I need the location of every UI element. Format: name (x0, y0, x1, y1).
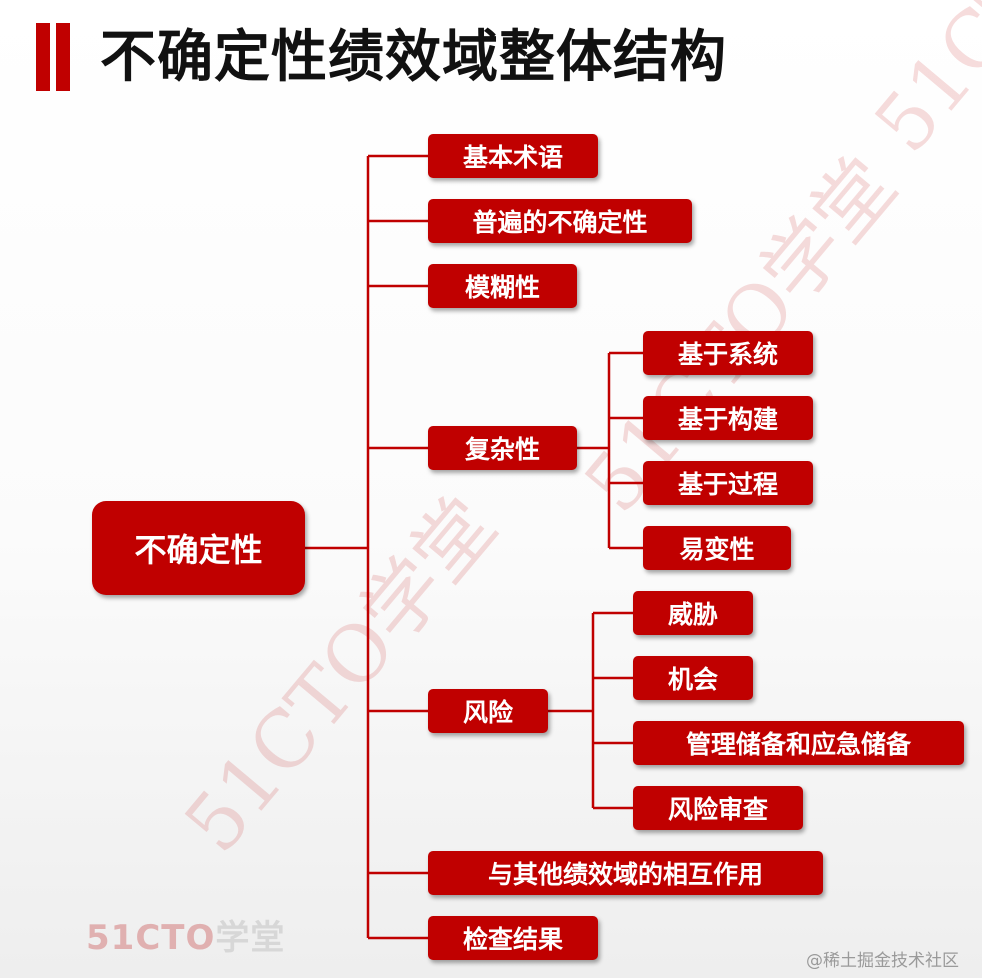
risk-threats: 威胁 (633, 591, 753, 635)
branch-ambiguity: 模糊性 (428, 264, 577, 308)
branch-risk: 风险 (428, 689, 548, 733)
complexity-process-based: 基于过程 (643, 461, 813, 505)
logo-text-2: 学堂 (215, 918, 286, 958)
complexity-construction-based: 基于构建 (643, 396, 813, 440)
logo: 51CTO学堂 (86, 910, 285, 959)
risk-opportunities: 机会 (633, 656, 753, 700)
branch-pervasive-uncertainty: 普遍的不确定性 (428, 199, 692, 243)
risk-review: 风险审查 (633, 786, 803, 830)
logo-text: 51CTO (86, 918, 216, 958)
complexity-systems-based: 基于系统 (643, 331, 813, 375)
title-accent-bar (36, 23, 50, 91)
complexity-volatility: 易变性 (643, 526, 791, 570)
branch-check-results: 检查结果 (428, 916, 598, 960)
page-title: 不确定性绩效域整体结构 (100, 25, 727, 90)
branch-basic-terms: 基本术语 (428, 134, 598, 178)
title-accent-bar-2 (56, 23, 70, 91)
branch-complexity: 复杂性 (428, 426, 577, 470)
branch-interactions: 与其他绩效域的相互作用 (428, 851, 823, 895)
credit-text: @稀土掘金技术社区 (806, 951, 959, 971)
root-node: 不确定性 (92, 501, 305, 595)
risk-reserves: 管理储备和应急储备 (633, 721, 964, 765)
